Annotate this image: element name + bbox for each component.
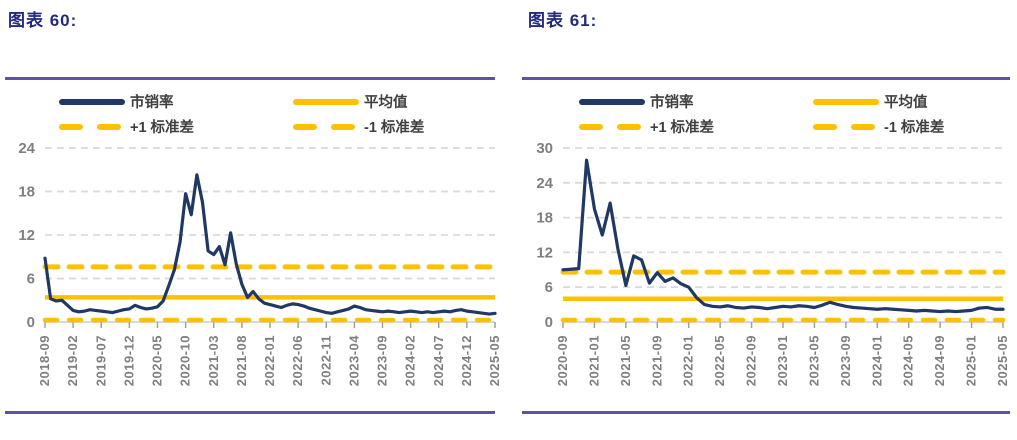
y-axis-tick-label: 24	[18, 140, 35, 157]
x-axis-tick-label: 2022-01	[681, 335, 696, 386]
x-axis-tick-label: 2019-07	[93, 335, 108, 386]
x-axis-tick-label: 2024-02	[403, 335, 418, 386]
x-axis-tick-label: 2023-09	[838, 335, 853, 386]
x-axis-tick-label: 2022-11	[318, 335, 333, 386]
y-axis-tick-label: 0	[27, 314, 35, 331]
x-axis-tick-label: 2025-05	[995, 335, 1010, 386]
x-axis-tick-label: 2020-05	[150, 335, 165, 386]
x-axis-tick-label: 2020-10	[178, 335, 193, 386]
series-line	[561, 158, 1005, 314]
legend-item-series-label: 市销率	[650, 93, 694, 111]
x-axis-tick-label: 2023-09	[375, 335, 390, 386]
x-axis-tick-label: 2022-05	[712, 335, 727, 386]
x-axis-tick-label: 2021-09	[649, 335, 664, 386]
x-axis-tick-label: 2022-09	[744, 335, 759, 386]
x-axis-tick-label: 2024-01	[869, 335, 884, 386]
y-axis-tick-label: 18	[18, 183, 35, 200]
chart-61-title: 图表 61:	[528, 11, 598, 30]
x-axis-tick-label: 2023-04	[346, 335, 361, 386]
legend-item-average-label: 平均值	[884, 93, 928, 111]
y-axis-tick-label: 12	[536, 244, 553, 261]
chart-60-bottom-rule	[5, 411, 495, 414]
legend-item-series-label: 市销率	[130, 93, 174, 111]
chart-60-top-rule	[5, 77, 495, 80]
y-axis-tick-label: 6	[27, 270, 35, 287]
x-axis-tick-label: 2023-05	[806, 335, 821, 386]
x-axis-tick-label: 2024-07	[431, 335, 446, 386]
y-axis-tick-label: 0	[545, 314, 553, 331]
chart-60-title: 图表 60:	[8, 11, 78, 30]
chart-61-plot: 0 6 12 18 24 30 2020-09 2021-01 2021-05 2021-09 20…	[536, 93, 1010, 386]
y-axis-tick-label: 12	[18, 227, 35, 244]
x-axis-tick-label: 2019-12	[121, 335, 136, 386]
x-axis-tick-label: 2022-01	[262, 335, 277, 386]
x-axis-tick-label: 2021-05	[618, 335, 633, 386]
y-axis-tick-label: 6	[545, 279, 553, 296]
y-axis-tick-label: 18	[536, 210, 553, 227]
chart-61-top-rule	[522, 77, 1010, 80]
x-axis-tick-label: 2021-01	[586, 335, 601, 386]
x-axis-tick-label: 2025-05	[487, 335, 502, 386]
chart-61-bottom-rule	[522, 411, 1010, 414]
legend-item-average-label: 平均值	[364, 93, 408, 111]
x-axis-tick-label: 2020-09	[555, 335, 570, 386]
x-axis-tick-label: 2024-09	[932, 335, 947, 386]
x-axis-tick-label: 2019-02	[65, 335, 80, 386]
x-axis-tick-label: 2021-03	[206, 335, 221, 386]
x-axis-tick-label: 2023-01	[775, 335, 790, 386]
x-axis-tick-label: 2024-12	[459, 335, 474, 386]
legend-item-plus1std-label: +1 标准差	[650, 118, 714, 136]
x-axis-tick-label: 2021-08	[234, 335, 249, 386]
x-axis-tick-label: 2025-01	[964, 335, 979, 386]
x-axis-tick-label: 2024-05	[901, 335, 916, 386]
x-axis-tick-label: 2018-09	[37, 335, 52, 386]
legend-item-minus1std-label: -1 标准差	[364, 118, 424, 136]
y-axis-tick-label: 30	[536, 140, 553, 157]
chart-card-61: 图表 61: 0 6 12 18 24 30 2020-09 2021-01 2021-05 20…	[520, 0, 1017, 440]
y-axis-tick-label: 24	[536, 175, 553, 192]
series-line	[43, 173, 497, 316]
chart-card-60: 图表 60: 0 6 12 18 24 2018-09 2019-02 2019-07 2019…	[5, 11, 502, 414]
legend-item-minus1std-label: -1 标准差	[884, 118, 944, 136]
x-axis-tick-label: 2022-06	[290, 335, 305, 386]
legend-item-plus1std-label: +1 标准差	[130, 118, 194, 136]
chart-60-plot: 0 6 12 18 24 2018-09 2019-02 2019-07 2019-12 2020…	[18, 93, 502, 386]
